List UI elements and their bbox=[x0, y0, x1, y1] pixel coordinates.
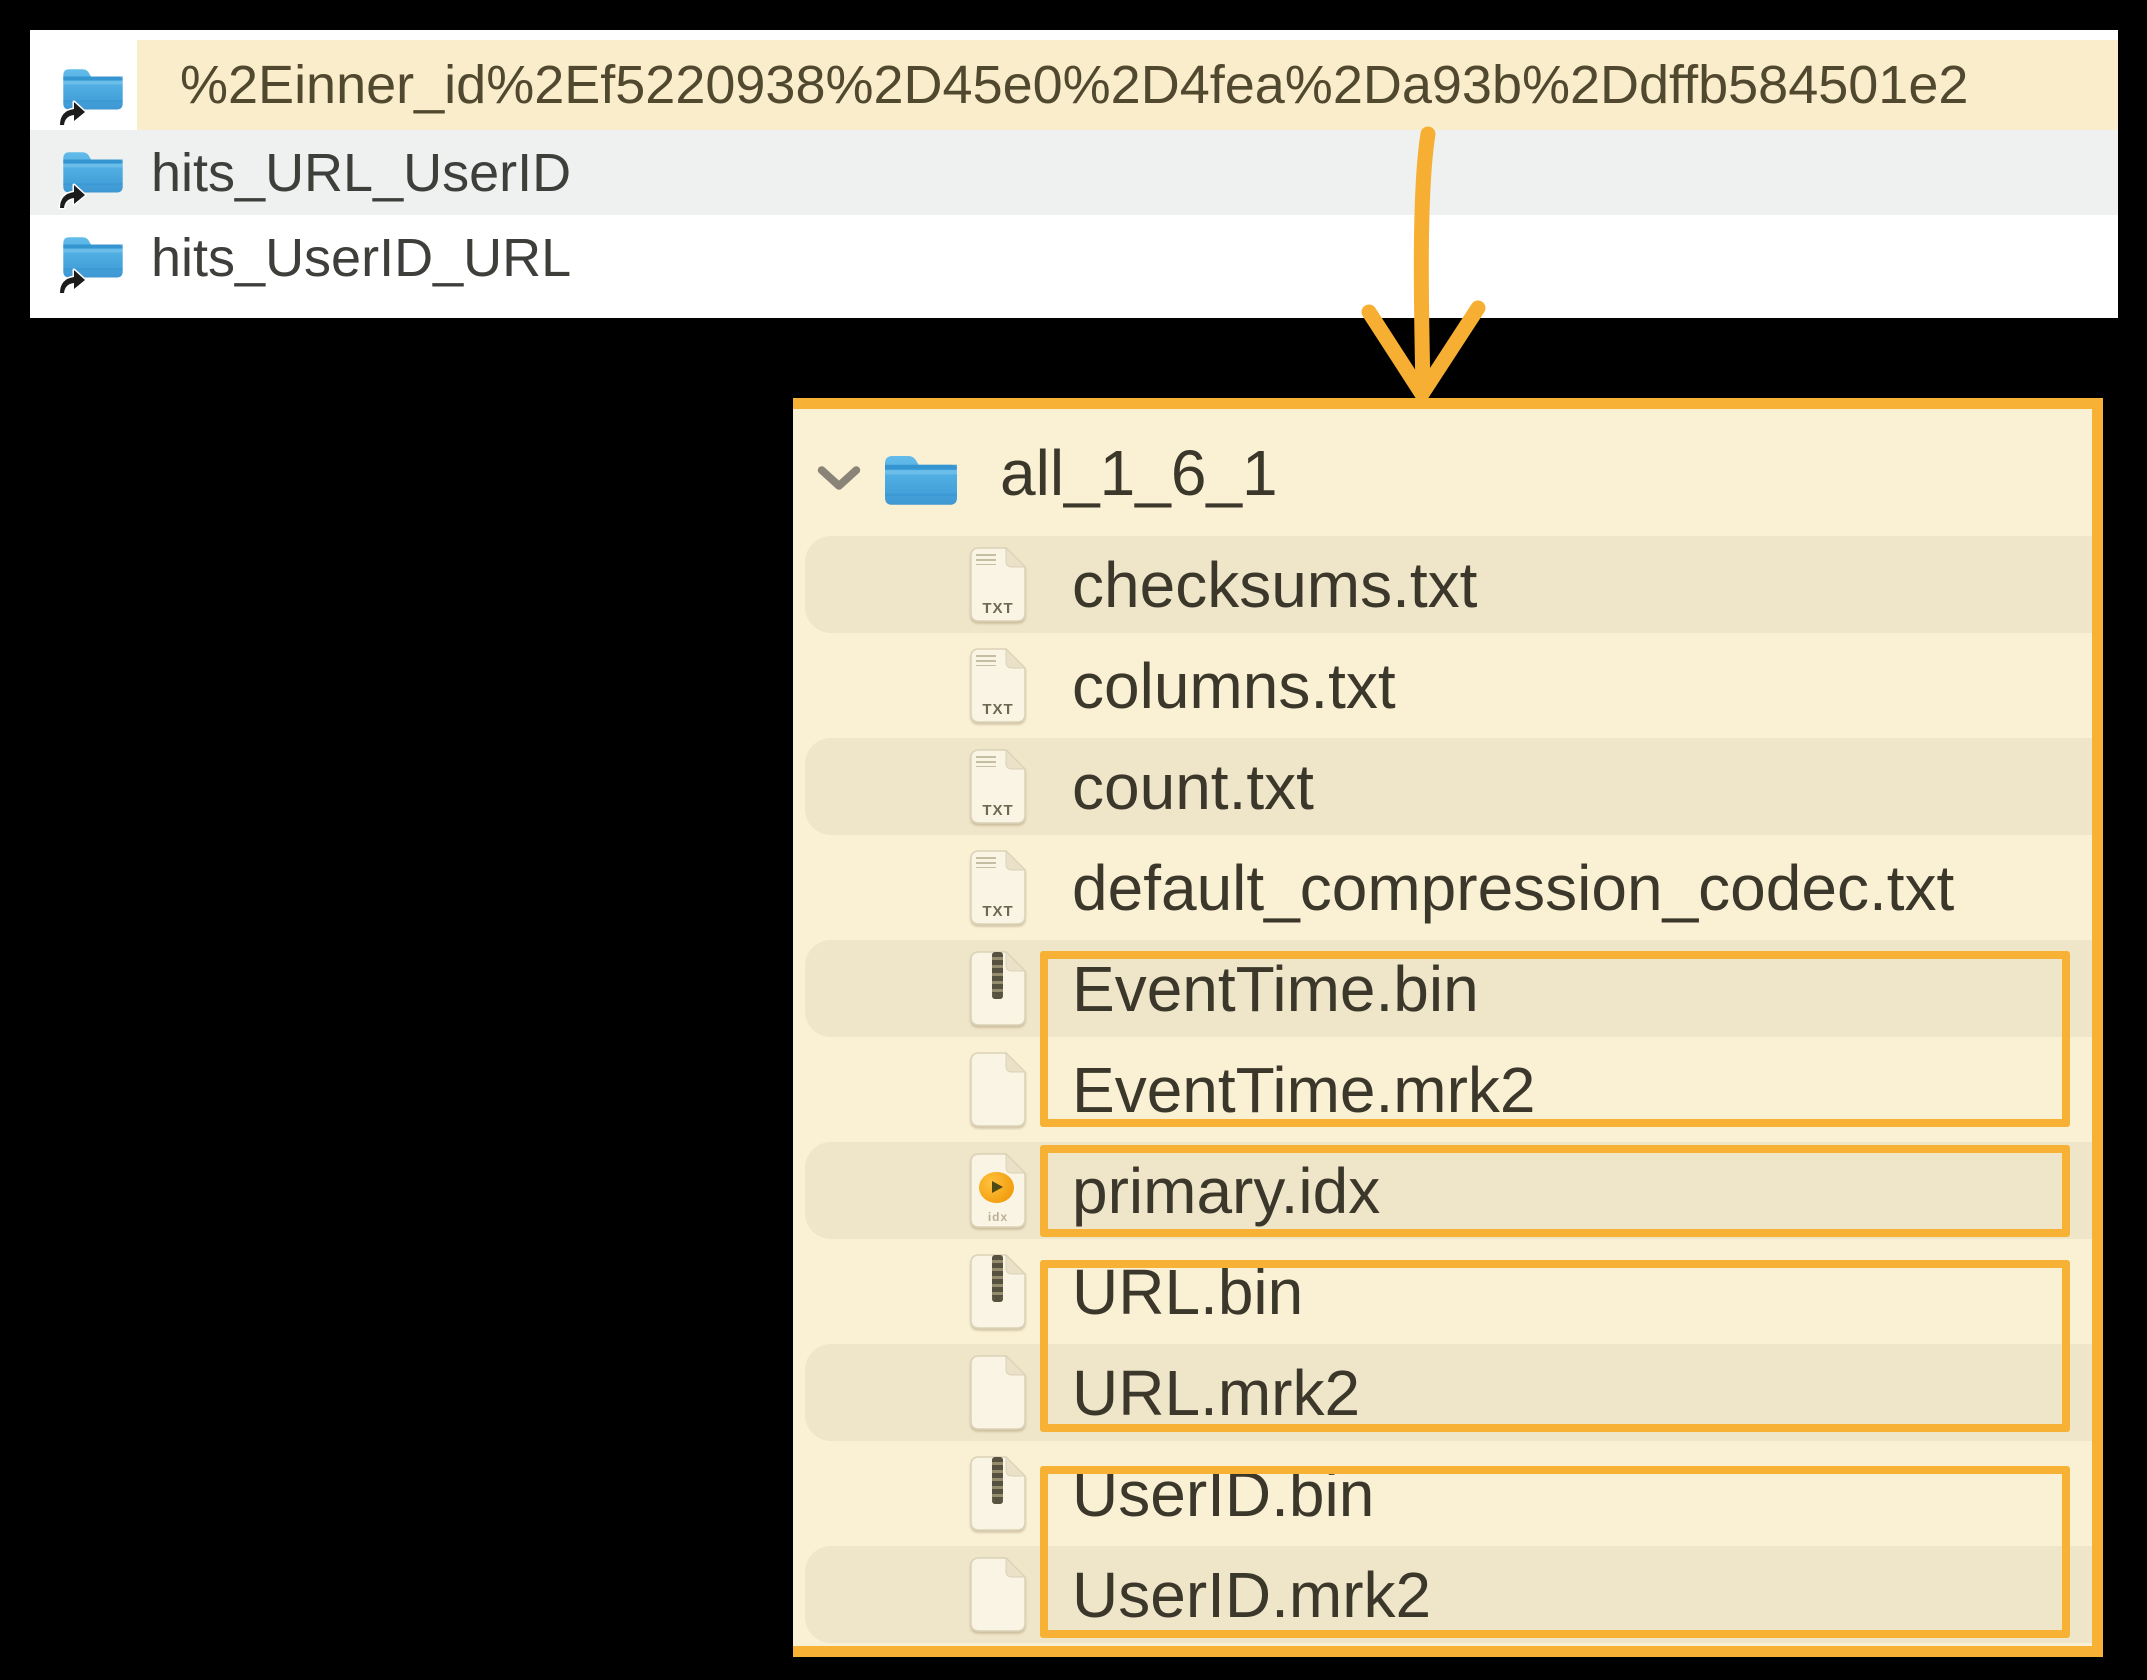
file-name: URL.bin bbox=[1072, 1255, 1304, 1328]
alias-arrow-icon bbox=[54, 265, 88, 299]
binary-file-icon bbox=[965, 1454, 1031, 1533]
folder-alias-icon bbox=[60, 53, 126, 125]
tree-row-primary-idx[interactable]: idx primary.idx bbox=[793, 1140, 2092, 1241]
tree-row-url-mrk2[interactable]: URL.mrk2 bbox=[793, 1342, 2092, 1443]
tree-row-url-bin[interactable]: URL.bin bbox=[793, 1241, 2092, 1342]
file-name: columns.txt bbox=[1072, 649, 1396, 722]
file-name: URL.mrk2 bbox=[1072, 1356, 1361, 1429]
text-file-icon: TXT bbox=[965, 747, 1031, 826]
tree-row-default-compression-codec[interactable]: TXT default_compression_codec.txt bbox=[793, 837, 2092, 938]
file-name: count.txt bbox=[1072, 750, 1314, 823]
index-file-icon: idx bbox=[965, 1151, 1031, 1230]
folder-name: %2Einner_id%2Ef5220938%2D45e0%2D4fea%2Da… bbox=[180, 55, 1969, 115]
file-name: EventTime.bin bbox=[1072, 952, 1479, 1025]
folder-name: hits_URL_UserID bbox=[151, 142, 572, 203]
chevron-down-icon[interactable] bbox=[817, 464, 861, 492]
alias-arrow-icon bbox=[54, 97, 88, 131]
selection-highlight: %2Einner_id%2Ef5220938%2D45e0%2D4fea%2Da… bbox=[137, 40, 2118, 130]
generic-file-icon bbox=[965, 1050, 1031, 1129]
file-name: checksums.txt bbox=[1072, 548, 1478, 621]
folder-icon bbox=[881, 443, 961, 517]
list-item-hits-userid-url[interactable]: hits_UserID_URL bbox=[30, 215, 2118, 300]
folder-alias-icon bbox=[60, 136, 126, 208]
binary-file-icon bbox=[965, 949, 1031, 1028]
text-file-icon: TXT bbox=[965, 646, 1031, 725]
generic-file-icon bbox=[965, 1555, 1031, 1634]
folder-alias-icon bbox=[60, 221, 126, 293]
root-folder-name: all_1_6_1 bbox=[1000, 437, 1278, 509]
part-contents-panel: all_1_6_1 TXT checksums.txt TXT columns.… bbox=[793, 398, 2103, 1657]
folder-name: hits_UserID_URL bbox=[151, 227, 572, 288]
file-name: UserID.bin bbox=[1072, 1457, 1375, 1530]
list-item-hits-url-userid[interactable]: hits_URL_UserID bbox=[30, 130, 2118, 215]
tree-row-columns[interactable]: TXT columns.txt bbox=[793, 635, 2092, 736]
binary-file-icon bbox=[965, 1252, 1031, 1331]
file-name: EventTime.mrk2 bbox=[1072, 1053, 1536, 1126]
tree-row-eventtime-bin[interactable]: EventTime.bin bbox=[793, 938, 2092, 1039]
tree-row-checksums[interactable]: TXT checksums.txt bbox=[793, 534, 2092, 635]
tree-row-eventtime-mrk2[interactable]: EventTime.mrk2 bbox=[793, 1039, 2092, 1140]
tree-row-root-folder[interactable]: all_1_6_1 bbox=[793, 417, 2092, 529]
file-name: primary.idx bbox=[1072, 1154, 1381, 1227]
text-file-icon: TXT bbox=[965, 848, 1031, 927]
file-name: UserID.mrk2 bbox=[1072, 1558, 1432, 1631]
text-file-icon: TXT bbox=[965, 545, 1031, 624]
parts-list-panel: %2Einner_id%2Ef5220938%2D45e0%2D4fea%2Da… bbox=[30, 30, 2118, 318]
file-name: default_compression_codec.txt bbox=[1072, 851, 1955, 924]
generic-file-icon bbox=[965, 1353, 1031, 1432]
alias-arrow-icon bbox=[54, 180, 88, 214]
list-item-inner-id-part[interactable]: %2Einner_id%2Ef5220938%2D45e0%2D4fea%2Da… bbox=[30, 40, 2118, 130]
tree-row-userid-mrk2[interactable]: UserID.mrk2 bbox=[793, 1544, 2092, 1645]
tree-row-count[interactable]: TXT count.txt bbox=[793, 736, 2092, 837]
tree-row-userid-bin[interactable]: UserID.bin bbox=[793, 1443, 2092, 1544]
